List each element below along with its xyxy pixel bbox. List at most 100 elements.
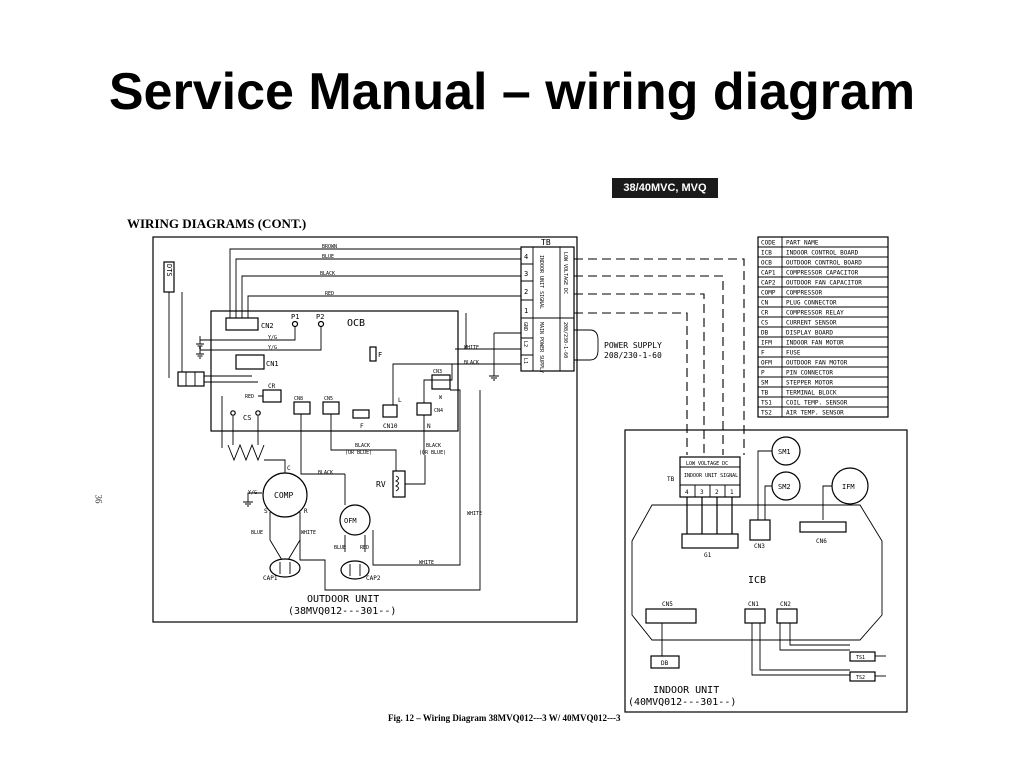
indoor-tb-grid: [680, 466, 740, 497]
legend-header-part: PART NAME: [786, 240, 819, 247]
rv-wire-orblue-b: (OR BLUE): [419, 450, 446, 456]
legend-part-name: STEPPER MOTOR: [786, 380, 833, 387]
legend-part-name: COMPRESSOR CAPACITOR: [786, 270, 859, 277]
indoor-tb-wires: [686, 497, 733, 534]
rv-coil: [394, 475, 399, 492]
legend-part-name: INDOOR FAN MOTOR: [786, 340, 844, 347]
ifm-label: IFM: [842, 483, 855, 491]
indoor-tb-pin-3: 3: [700, 489, 704, 496]
cn4-label: CN4: [434, 408, 443, 414]
legend-part-name: AIR TEMP. SENSOR: [786, 410, 844, 417]
indoor-unit-frame: [624, 429, 908, 713]
legend-part-name: DISPLAY BOARD: [786, 330, 833, 337]
power-ground: [489, 332, 521, 381]
indoor-cn2-label: CN2: [780, 601, 791, 608]
cn10-connector: [382, 404, 398, 418]
field-wire-2: [574, 293, 705, 455]
icb-board: [631, 504, 883, 641]
indoor-tb-pin-4: 4: [685, 489, 689, 496]
tb-pin-l2: L2: [522, 341, 528, 347]
figure-caption: Fig. 12 – Wiring Diagram 38MVQ012---3 W/…: [388, 713, 621, 723]
cr-relay: [262, 389, 282, 403]
indoor-cn3: [749, 519, 771, 541]
tb-grid: [521, 247, 574, 371]
legend-part-name: TERMINAL BLOCK: [786, 390, 837, 397]
dts-clip-lines: [185, 372, 196, 386]
tb-pin-2: 2: [524, 288, 528, 296]
cn8-label: CN8: [294, 396, 303, 402]
legend-code: DB: [761, 330, 769, 337]
wire-white-vertical: WHITE: [467, 511, 482, 517]
cs-label: CS: [243, 414, 251, 422]
cn1-label: CN1: [266, 360, 279, 368]
section-heading: WIRING DIAGRAMS (CONT.): [127, 216, 307, 231]
rv-label: RV: [376, 480, 386, 489]
legend-code: OCB: [761, 260, 772, 267]
legend-code: CAP2: [761, 280, 776, 287]
indoor-tb-pin-2: 2: [715, 489, 719, 496]
indoor-cn5: [645, 608, 697, 624]
cn3-label: CN3: [433, 369, 442, 375]
outdoor-unit-label: OUTDOOR UNIT: [307, 594, 379, 605]
cn4-connector: [416, 402, 432, 416]
comp-label: COMP: [274, 491, 293, 500]
ofm-wire-red: RED: [360, 545, 369, 551]
power-supply-rating: 208/230-1-60: [604, 351, 662, 360]
legend-code: CR: [761, 310, 769, 317]
p1-pin: [291, 320, 299, 328]
tb-pin-l1: L1: [522, 358, 528, 364]
slide-title: Service Manual – wiring diagram: [108, 63, 916, 121]
indoor-unit-label: INDOOR UNIT: [653, 685, 719, 696]
tb-label: TB: [541, 238, 551, 247]
tb-pin-4: 4: [524, 253, 528, 261]
wire-black-tb: BLACK: [464, 360, 479, 366]
legend-code: ICB: [761, 250, 772, 257]
ofm-white-wire: [372, 389, 461, 566]
rv-wires: [330, 414, 426, 485]
power-supply-bracket: [574, 329, 599, 361]
comp-c-label: C: [287, 465, 291, 472]
cs-pin-a: [230, 410, 236, 416]
tb-power-rating: 208/230-1-60: [562, 322, 568, 358]
cn5-label: CN5: [324, 396, 333, 402]
legend-part-name: PLUG CONNECTOR: [786, 300, 837, 307]
ts2-wires: [751, 623, 850, 676]
legend-part-name: OUTDOOR FAN CAPACITOR: [786, 280, 862, 287]
cap1-label: CAP1: [263, 575, 278, 582]
model-badge: 38/40MVC, MVQ: [612, 178, 718, 198]
legend-code: COMP: [761, 290, 776, 297]
cn10-label: CN10: [383, 423, 398, 430]
ts1-label: TS1: [856, 655, 865, 661]
indoor-tb-label: TB: [667, 476, 675, 483]
tb-power-label: MAIN POWER SUPPLY: [538, 322, 544, 373]
outdoor-unit-frame: [152, 236, 578, 623]
db-label: DB: [661, 660, 669, 667]
ts2-sensor: [849, 671, 876, 682]
cn8-connector: [293, 401, 311, 415]
icb-label: ICB: [748, 575, 766, 586]
p2-pin: [317, 320, 325, 328]
legend-part-name: FUSE: [786, 350, 801, 357]
cn3-connector: [431, 374, 451, 390]
ofm-wire-white: WHITE: [419, 560, 434, 566]
comp-white-return: [299, 390, 481, 591]
cap2-label: CAP2: [366, 575, 381, 582]
legend-code: TS1: [761, 400, 772, 407]
rv-wire-black-b: BLACK: [426, 443, 441, 449]
ground-icon: [196, 346, 204, 359]
indoor-tb-signal: INDOOR UNIT SIGNAL: [684, 473, 738, 479]
ofm-wire-blue: BLUE: [334, 545, 346, 551]
indoor-cn1-label: CN1: [748, 601, 759, 608]
wire-black: BLACK: [320, 271, 335, 277]
cn2-connector: [225, 317, 259, 331]
wire-red-2: RED: [245, 394, 254, 400]
wire-yg-2: Y/G: [268, 345, 277, 351]
indoor-cn6-label: CN6: [816, 538, 827, 545]
legend-code: OFM: [761, 360, 772, 367]
signal-wires: [229, 248, 521, 318]
sm1-label: SM1: [778, 448, 791, 456]
ocb-fuse-label: F: [378, 351, 382, 359]
cn5-connector: [322, 401, 340, 415]
